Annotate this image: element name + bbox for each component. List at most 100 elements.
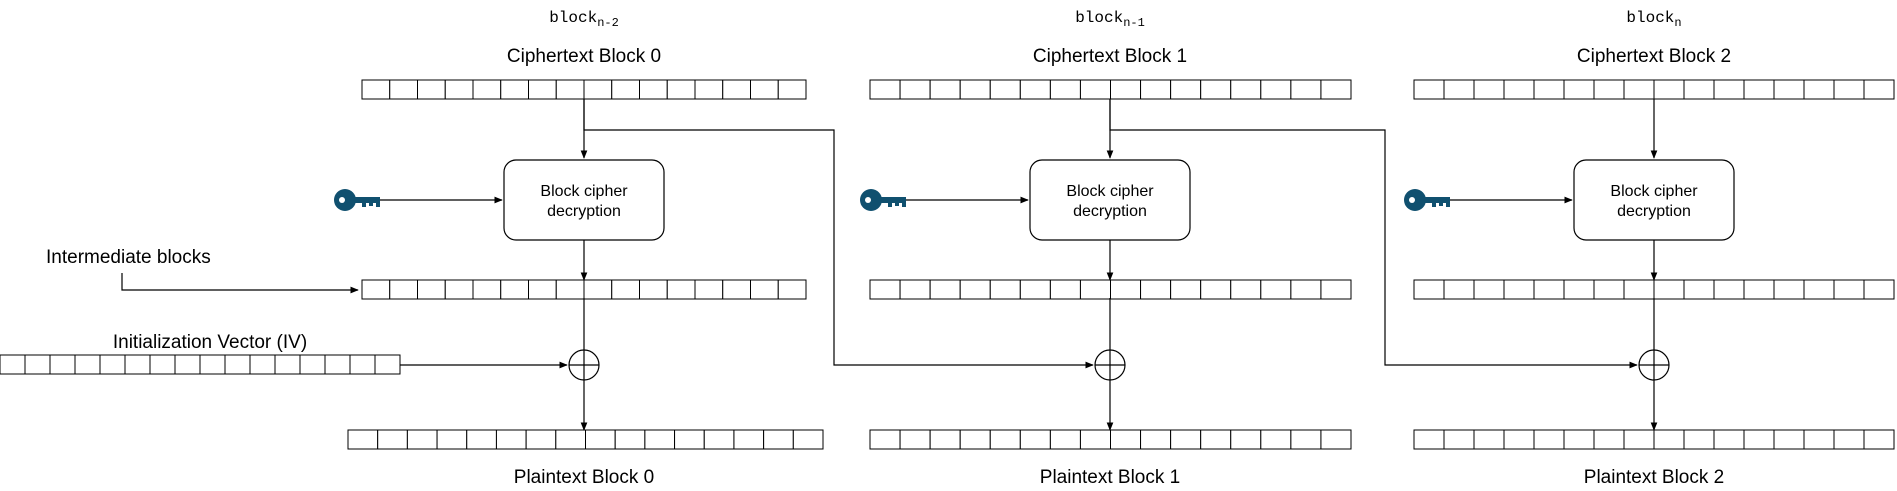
byte-cell [1863, 79, 1895, 100]
byte-cell [1503, 79, 1535, 100]
byte-cell [199, 354, 226, 375]
byte-cell [99, 354, 126, 375]
byte-cell [1803, 429, 1835, 450]
byte-cell [1683, 79, 1715, 100]
byte-cell [1019, 79, 1051, 100]
byte-cell [1803, 279, 1835, 300]
byte-cell [1773, 79, 1805, 100]
byte-cell [666, 279, 696, 300]
byte-cell [1683, 279, 1715, 300]
byte-cell [899, 279, 931, 300]
byte-cell [1473, 279, 1505, 300]
byte-cell [694, 79, 724, 100]
byte-cell [525, 429, 557, 450]
byte-cell [417, 279, 446, 300]
ciphertext-label-1: Ciphertext Block 1 [1033, 46, 1187, 67]
byte-cell [722, 279, 751, 300]
byte-cell [694, 279, 724, 300]
byte-cell [639, 279, 668, 300]
byte-cell [1260, 429, 1292, 450]
byte-cell [1140, 79, 1172, 100]
byte-cell [74, 354, 101, 375]
ciphertext-label-0: Ciphertext Block 0 [507, 46, 661, 67]
byte-cell [444, 79, 474, 100]
byte-cell [528, 279, 557, 300]
xor-icon [1638, 349, 1670, 381]
cipher-box-1: Block cipher decryption [1029, 159, 1191, 241]
byte-cell [500, 79, 529, 100]
byte-cell [1743, 429, 1775, 450]
byte-cell [299, 354, 326, 375]
byte-cell [1623, 429, 1655, 450]
byte-cell [466, 429, 497, 450]
byte-cell [1049, 79, 1081, 100]
byte-cell [1290, 279, 1322, 300]
byte-cell [1443, 279, 1475, 300]
byte-cell [1593, 429, 1625, 450]
byte-cell [1563, 429, 1595, 450]
byte-cell [1140, 429, 1172, 450]
byte-cell [324, 354, 351, 375]
block-label-2: blockn [1626, 9, 1681, 30]
byte-cell [361, 79, 391, 100]
byte-cell [1623, 79, 1655, 100]
byte-cell [361, 279, 391, 300]
byte-cell [1290, 79, 1322, 100]
byte-cell [555, 429, 586, 450]
byte-cell [1653, 279, 1685, 300]
byte-cell [495, 429, 527, 450]
byte-cell [1230, 79, 1262, 100]
byte-cell [1773, 279, 1805, 300]
ciphertext-label-2: Ciphertext Block 2 [1577, 46, 1731, 67]
byte-cell [1200, 429, 1232, 450]
padding-byte-label: 01 [1871, 432, 1887, 448]
byte-cell [959, 429, 991, 450]
svg-text:Block cipher: Block cipher [540, 183, 628, 200]
byte-cell [1833, 279, 1865, 300]
byte-cell [611, 79, 640, 100]
byte-cell [1320, 429, 1352, 450]
byte-cell [989, 279, 1021, 300]
byte-cell [249, 354, 276, 375]
svg-text:Block cipher: Block cipher [1610, 183, 1698, 200]
byte-cell [585, 429, 616, 450]
key-icon [334, 189, 380, 211]
byte-cell [1413, 79, 1445, 100]
byte-cell [1713, 429, 1745, 450]
byte-cell [1110, 279, 1142, 300]
byte-cell [1593, 279, 1625, 300]
byte-cell [929, 79, 961, 100]
block-label-0: blockn-2 [549, 9, 619, 30]
byte-cell [1533, 79, 1565, 100]
plaintext-block-2-bytes: 01 [1413, 429, 1895, 450]
byte-cell [899, 429, 931, 450]
plaintext-label-1: Plaintext Block 1 [1040, 467, 1180, 488]
ciphertext-block-0-bytes [361, 79, 807, 100]
byte-cell [1019, 429, 1051, 450]
svg-text:decryption: decryption [1073, 203, 1147, 220]
byte-cell [583, 279, 613, 300]
byte-cell [349, 354, 376, 375]
byte-cell [406, 429, 438, 450]
byte-cell [1833, 429, 1865, 450]
byte-cell [869, 279, 901, 300]
byte-cell [374, 354, 401, 375]
connections [121, 99, 1658, 431]
ciphertext-block-2-bytes [1413, 79, 1895, 100]
byte-cell [1230, 429, 1262, 450]
byte-cell [224, 354, 251, 375]
byte-cell [1743, 279, 1775, 300]
byte-cell [174, 354, 201, 375]
byte-cell [1803, 79, 1835, 100]
byte-cell [959, 279, 991, 300]
byte-cell [1713, 79, 1745, 100]
byte-cell [1110, 429, 1142, 450]
byte-cell [149, 354, 176, 375]
byte-cell [1653, 429, 1685, 450]
svg-text:decryption: decryption [1617, 203, 1691, 220]
byte-cell [733, 429, 765, 450]
byte-cell [528, 79, 557, 100]
byte-cell [1200, 279, 1232, 300]
byte-cell [611, 279, 640, 300]
